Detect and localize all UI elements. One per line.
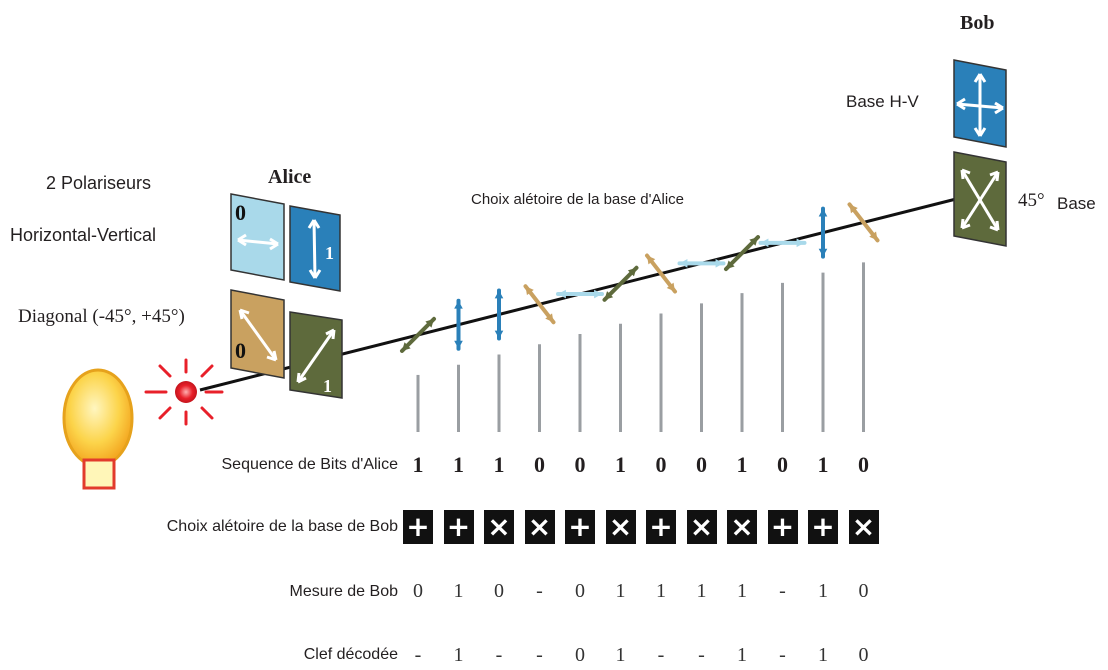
bob-measure-value: 1	[453, 580, 464, 602]
bob-measure-value: 0	[858, 580, 869, 602]
bob-polariser-diag	[953, 151, 1007, 247]
photon-arrow-diag135	[847, 202, 880, 243]
bob-45-base-label: Base	[1057, 194, 1096, 213]
cross-basis-icon: ×	[686, 510, 717, 544]
cross-basis-icon: ×	[484, 510, 514, 544]
plus-basis-icon: +	[646, 510, 676, 544]
key-value: 1	[818, 644, 828, 666]
hv-label: Horizontal-Vertical	[10, 225, 157, 245]
bob-basis-label: Choix alétoire de la base de Bob	[166, 518, 398, 535]
lamp-icon	[62, 368, 134, 490]
key-value: 1	[737, 644, 747, 666]
bob-measure-value: 1	[818, 580, 828, 602]
alice-polariser-diag-1	[289, 311, 343, 399]
alice-bit: 0	[777, 452, 788, 477]
key-value: 1	[615, 644, 626, 666]
alice-hv-bit1: 1	[325, 243, 334, 263]
cross-basis-icon: ×	[727, 510, 757, 544]
key-value: -	[495, 644, 503, 666]
plus-basis-icon: +	[808, 510, 838, 544]
alice-title: Alice	[268, 166, 312, 188]
key-label: Clef décodée	[303, 646, 398, 663]
photon-arrow-vertical	[494, 288, 504, 341]
photon-arrow-horizontal	[556, 289, 604, 299]
bob-measure-value: 1	[696, 580, 707, 602]
photon-group	[400, 202, 880, 353]
alice-bit: 1	[615, 452, 626, 477]
alice-bit: 1	[736, 452, 748, 477]
bob-measure-value: -	[536, 580, 543, 602]
cross-basis-icon: ×	[524, 510, 555, 544]
key-value: -	[698, 644, 705, 666]
cross-basis-icon: ×	[848, 510, 879, 544]
key-value: -	[657, 644, 665, 666]
alice-bit: 0	[696, 452, 707, 477]
alice-choice-label: Choix alétoire de la base d'Alice	[471, 191, 684, 208]
bob-45-symbol: 45°	[1018, 190, 1045, 211]
bob-measure-label: Mesure de Bob	[289, 583, 398, 600]
bob-measure-value: 0	[575, 580, 585, 602]
alice-bit: 0	[534, 452, 545, 477]
photon-arrow-diag135	[645, 253, 677, 294]
photon-arrow-horizontal	[758, 238, 807, 248]
bob-polariser-hv	[953, 59, 1007, 148]
cross-basis-icon: ×	[605, 510, 636, 544]
bob-base-hv-label: Base H-V	[846, 92, 919, 111]
alice-bit: 1	[817, 452, 829, 477]
key-value: -	[414, 644, 422, 666]
alice-hv-bit0: 0	[235, 200, 246, 225]
plus-basis-icon: +	[443, 510, 474, 544]
alice-bit: 0	[655, 452, 667, 477]
bob-measure-value: 0	[413, 580, 423, 602]
alice-polariser-hv-0	[230, 193, 285, 281]
alice-bit: 1	[493, 452, 505, 477]
plus-basis-icon: +	[565, 510, 595, 544]
diag-label: Diagonal (-45°, +45°)	[18, 306, 185, 327]
plus-basis-icon: +	[767, 510, 798, 544]
key-value: 0	[575, 644, 585, 666]
alice-diag-bit0: 0	[235, 338, 246, 363]
laser-burst-icon	[144, 358, 224, 426]
bob-measure-value: 1	[656, 580, 666, 602]
photon-arrow-vertical	[454, 298, 463, 351]
bob-measure-value: 1	[737, 580, 747, 602]
bob-measure-value: 0	[494, 580, 504, 602]
photon-arrow-diag135	[523, 284, 556, 325]
alice-polariser-diag-0	[230, 289, 285, 379]
photon-arrow-horizontal	[677, 259, 726, 268]
photon-arrow-vertical	[818, 206, 828, 259]
alice-bit: 0	[858, 452, 869, 477]
polarisers-label: 2 Polariseurs	[46, 173, 152, 193]
key-value: 1	[453, 644, 464, 666]
bob-measure-value: -	[779, 580, 786, 602]
photon-arrow-diag45	[400, 316, 436, 353]
photon-arrow-diag45	[602, 265, 639, 302]
alice-diag-bit1: 1	[323, 376, 332, 396]
key-value: -	[536, 644, 543, 666]
plus-basis-icon: +	[403, 510, 433, 544]
alice-bits-label: Sequence de Bits d'Alice	[221, 456, 399, 473]
key-value: 0	[858, 644, 869, 666]
alice-bit: 0	[574, 452, 586, 477]
bob-title: Bob	[960, 12, 995, 34]
tick-group	[416, 262, 865, 432]
alice-bit: 1	[412, 452, 424, 477]
alice-bit: 1	[453, 452, 464, 477]
alice-polariser-hv-1	[289, 205, 341, 292]
bob-measure-value: 1	[615, 580, 626, 602]
key-value: -	[779, 644, 786, 666]
photon-arrow-diag45	[724, 235, 760, 272]
